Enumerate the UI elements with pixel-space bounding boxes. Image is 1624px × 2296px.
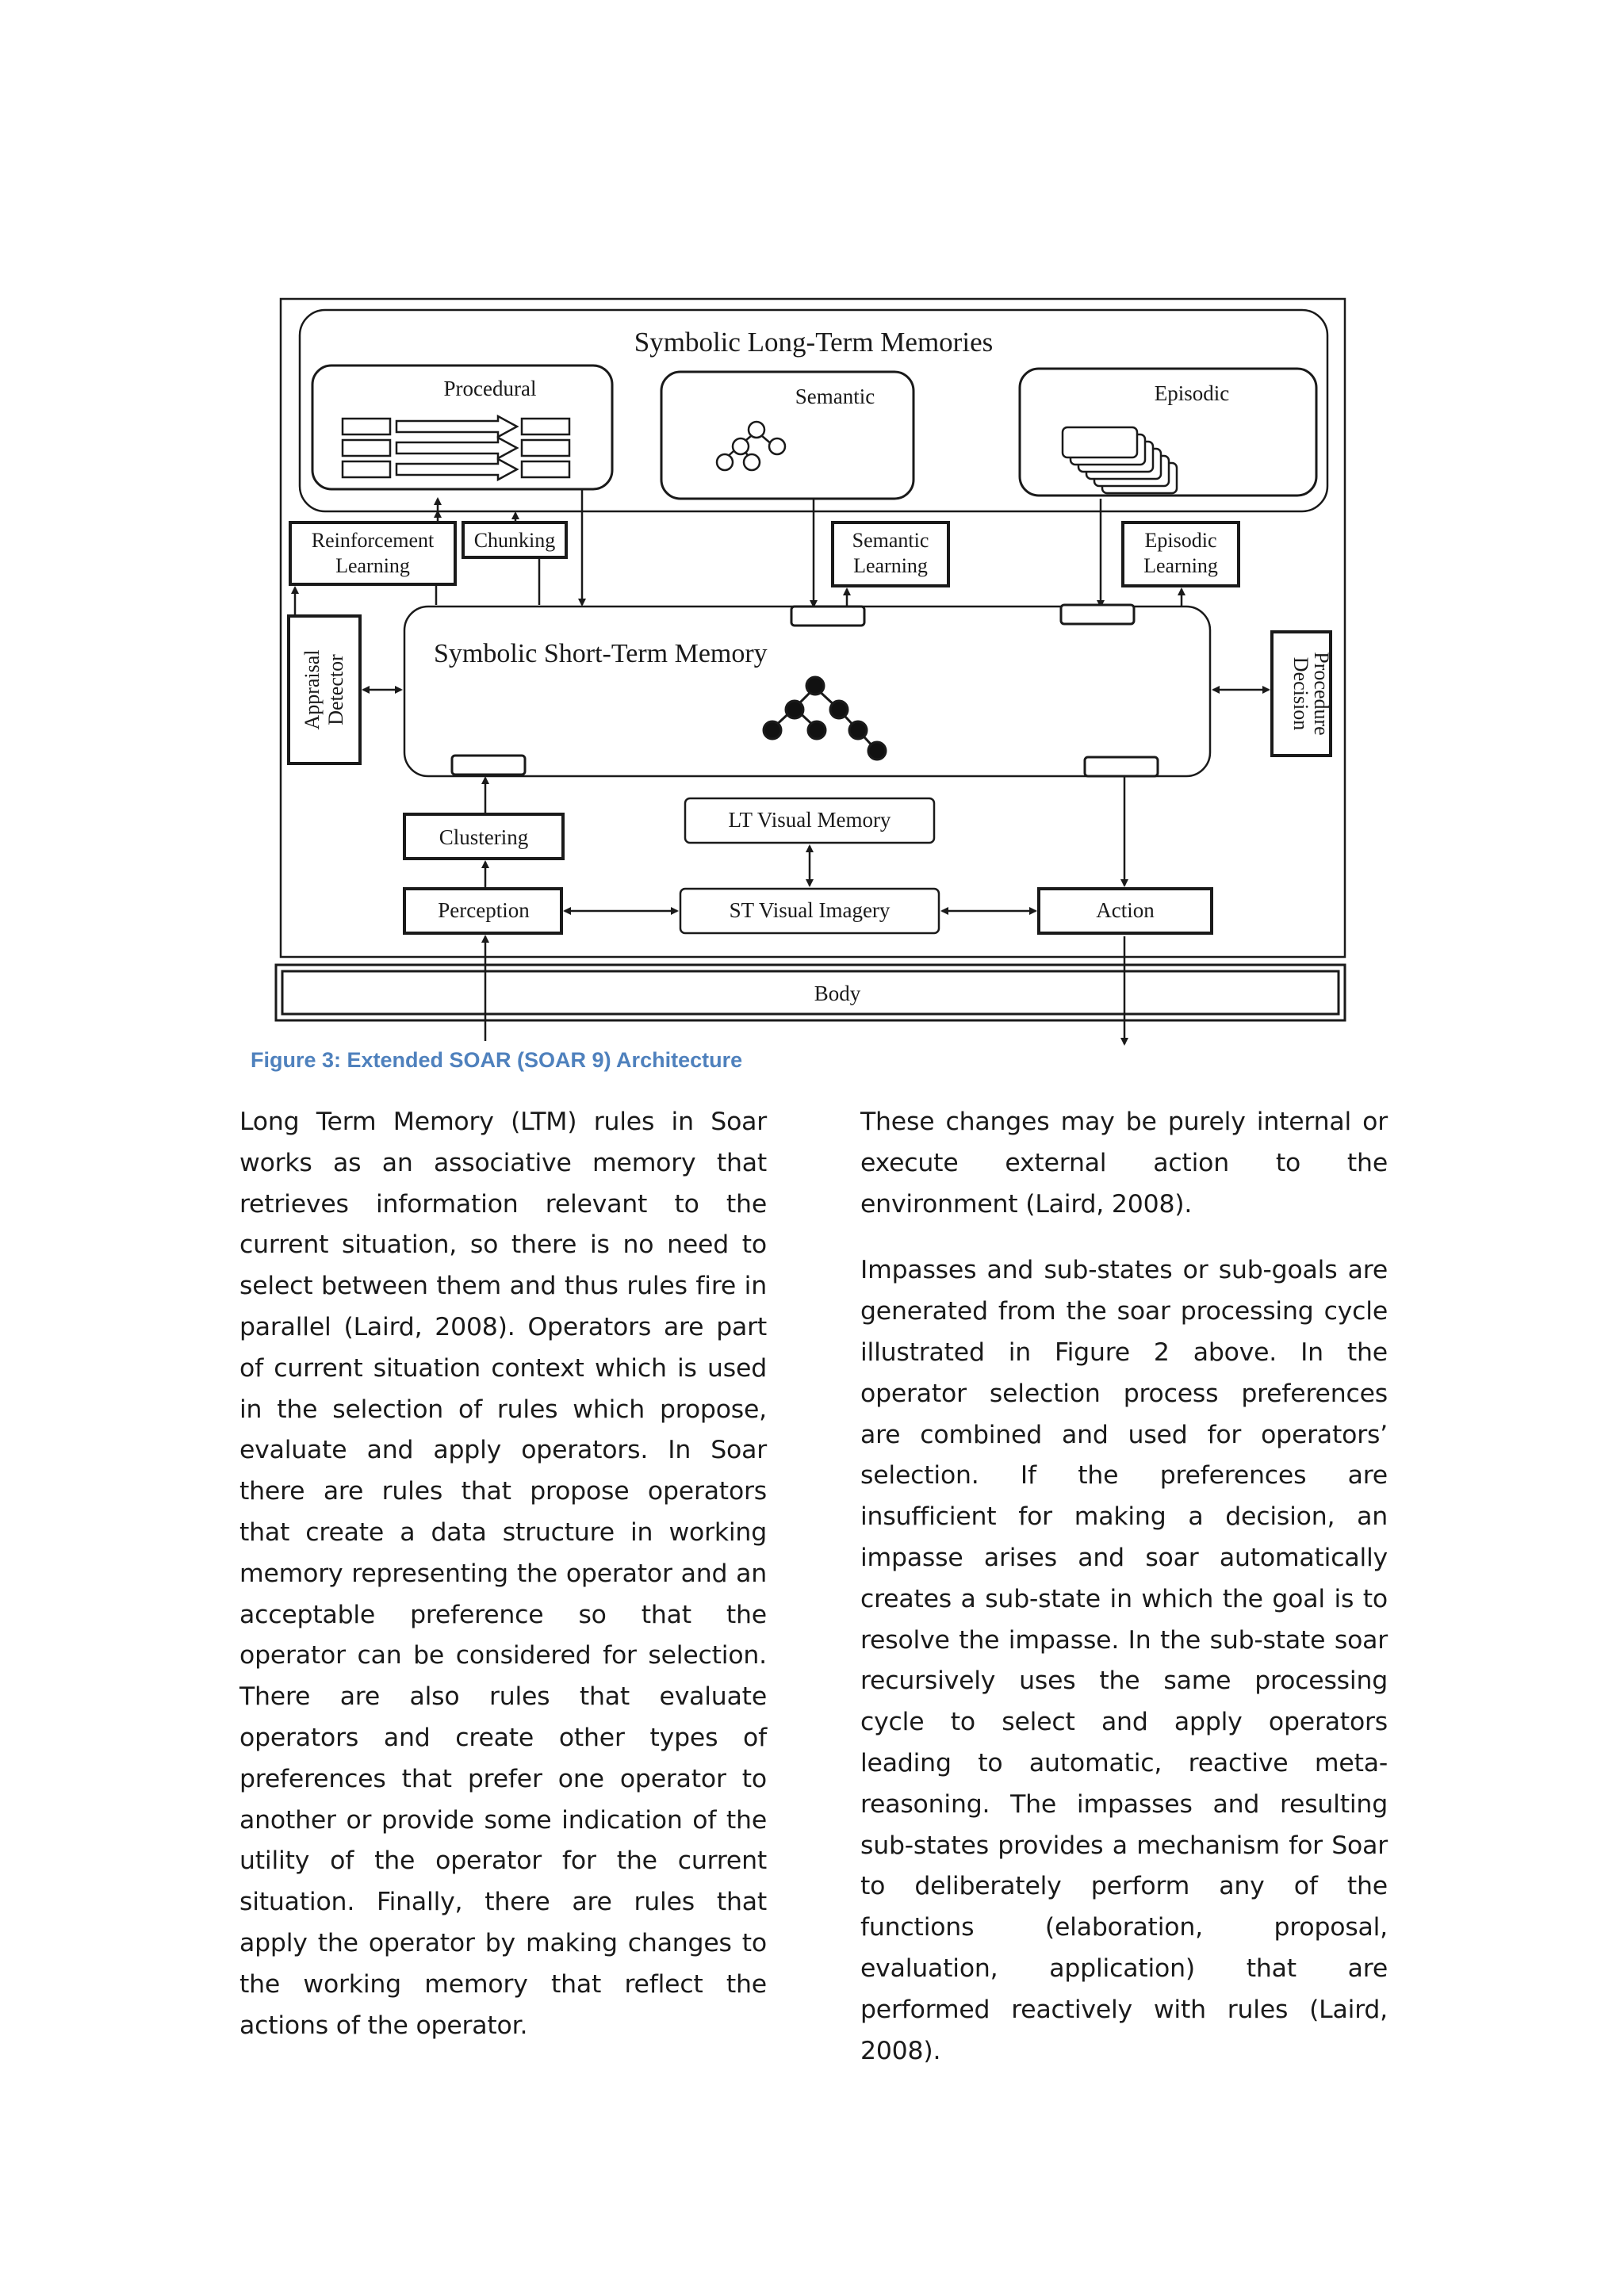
perception-box	[403, 887, 563, 935]
stm-tree-icon	[762, 675, 887, 761]
semantic-learning-label-1: Semantic	[852, 529, 929, 552]
stm-port-action	[1083, 756, 1159, 778]
appraisal-label-2: Detector	[324, 654, 347, 725]
body-box-outer	[274, 963, 1346, 1022]
semantic-learning-label-2: Learning	[853, 554, 928, 577]
ltm-title: Symbolic Long-Term Memories	[634, 327, 993, 358]
st-visual-imagery-box	[679, 887, 940, 935]
lt-visual-memory-box	[684, 797, 936, 844]
procedural-box	[311, 364, 614, 491]
clustering-box	[403, 813, 565, 860]
decision-procedure-box	[1270, 630, 1332, 757]
left-paragraph-1: Long Term Memory (LTM) rules in Soar wor…	[239, 1108, 767, 2040]
semantic-box	[660, 370, 915, 500]
chunking-label: Chunking	[474, 529, 556, 552]
action-label: Action	[1096, 898, 1155, 922]
right-paragraph-2: Impasses and sub-states or sub-goals are…	[860, 1256, 1388, 2065]
stm-port-perception	[450, 754, 527, 776]
episodic-learning-box	[1121, 521, 1240, 587]
reinforcement-label-1: Reinforcement	[312, 529, 435, 552]
episodic-box	[1018, 367, 1318, 497]
episodic-learning-label-2: Learning	[1143, 554, 1218, 577]
episodic-label: Episodic	[1155, 381, 1230, 405]
architecture-figure: Symbolic Long-Term Memories Procedural S…	[270, 289, 1360, 1049]
body-box-inner	[281, 970, 1340, 1016]
procedural-icon	[341, 414, 571, 482]
st-visual-label: ST Visual Imagery	[730, 898, 891, 922]
stm-title: Symbolic Short-Term Memory	[434, 639, 768, 668]
stm-port-semantic	[790, 605, 866, 627]
appraisal-label-1: Appraisal	[301, 649, 324, 729]
perception-label: Perception	[438, 898, 530, 922]
action-box	[1037, 887, 1213, 935]
outer-frame	[279, 297, 1346, 959]
episodic-learning-label-1: Episodic	[1145, 529, 1217, 552]
decision-label-2: Procedure	[1310, 652, 1333, 735]
reinforcement-label-2: Learning	[335, 554, 410, 577]
right-column: These changes may be purely internal or …	[860, 1102, 1388, 2097]
episodic-stack-icon	[1061, 426, 1178, 495]
right-paragraph-1: These changes may be purely internal or …	[860, 1108, 1388, 1219]
lt-visual-label: LT Visual Memory	[729, 808, 891, 832]
procedural-label: Procedural	[444, 377, 537, 400]
semantic-tree-icon	[715, 420, 787, 472]
semantic-label: Semantic	[795, 385, 875, 408]
semantic-learning-box	[831, 521, 950, 587]
decision-label-1: Decision	[1289, 657, 1312, 730]
figure-caption: Figure 3: Extended SOAR (SOAR 9) Archite…	[251, 1048, 743, 1072]
body-label: Body	[814, 982, 861, 1005]
appraisal-detector-box	[287, 614, 362, 765]
stm-port-episodic	[1059, 603, 1136, 626]
left-column: Long Term Memory (LTM) rules in Soar wor…	[239, 1102, 767, 2072]
reinforcement-learning-box	[289, 521, 457, 586]
clustering-label: Clustering	[439, 825, 529, 849]
